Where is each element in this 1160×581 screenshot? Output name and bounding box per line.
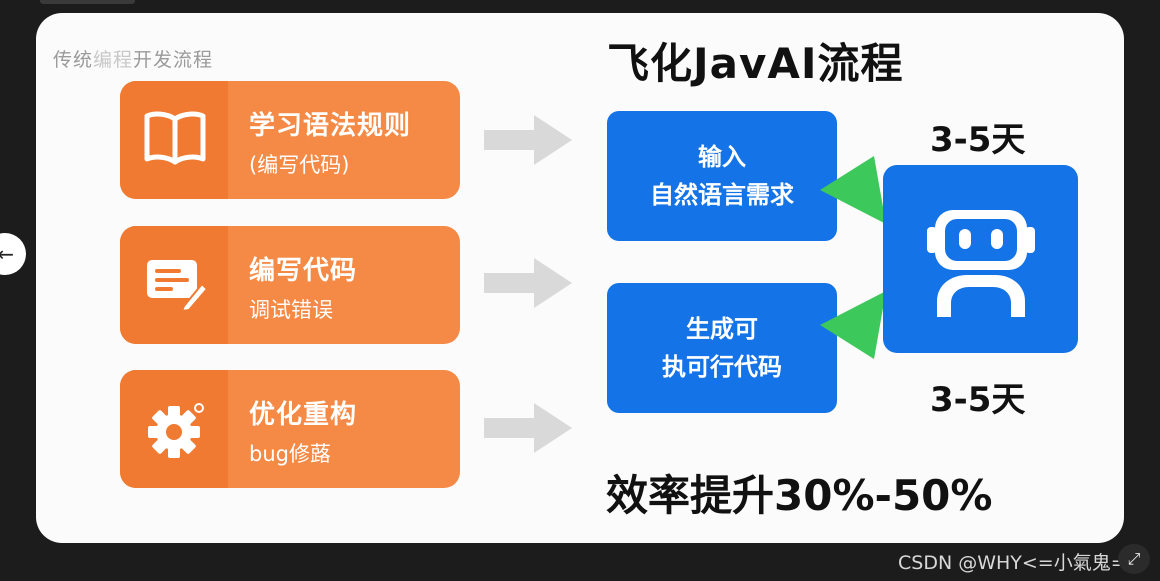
expand-button[interactable]: ⤢ [1118, 544, 1150, 574]
green-arrow-to-output-icon [820, 291, 886, 359]
step-icon-tile [120, 226, 228, 344]
input-box-line1: 输入 [698, 143, 746, 171]
gear-icon [148, 403, 204, 458]
step-title: 优化重构 [249, 400, 358, 430]
robot-icon [927, 210, 1035, 317]
step-box-2: 编写代码 调试错误 [120, 226, 460, 344]
title-part: 传统 [53, 49, 94, 71]
efficiency-text: 效率提升30%-50% [606, 471, 993, 520]
right-arrow-icon [484, 403, 572, 453]
step-icon-tile [120, 81, 228, 199]
days-label-top: 3-5天 [930, 120, 1026, 160]
window-top-bar [40, 0, 135, 4]
step-subtitle: bug修蕗 [249, 442, 331, 466]
input-box-line2: 自然语言需求 [650, 181, 794, 209]
step-subtitle: 调试错误 [249, 298, 333, 322]
step-title: 编写代码 [249, 256, 358, 286]
step-box-1: 学习语法规则 (编写代码) [120, 81, 460, 199]
step-title: 学习语法规则 [249, 111, 412, 141]
back-button[interactable]: ← [0, 233, 26, 275]
watermark-text: CSDN @WHY<=小氣鬼=> [898, 552, 1143, 574]
days-label-bottom: 3-5天 [930, 380, 1026, 420]
green-arrow-to-input-icon [820, 156, 886, 224]
output-box-line2: 执可行代码 [662, 353, 782, 381]
traditional-flow-title: 传统编程开发流程 [53, 45, 213, 72]
document-edit-icon [147, 260, 209, 312]
output-box: 生成可 执可行代码 [607, 283, 837, 413]
step-subtitle: (编写代码) [249, 153, 350, 177]
book-icon [144, 111, 206, 165]
right-arrow-icon [484, 115, 572, 165]
output-box-line1: 生成可 [686, 315, 758, 343]
title-part-blurred: 编程 [93, 49, 134, 71]
title-part: 开发流程 [133, 49, 214, 71]
input-box: 输入 自然语言需求 [607, 111, 837, 241]
right-arrow-icon [484, 258, 572, 308]
ai-flow-title: 飞化JavAI流程 [607, 39, 904, 88]
robot-box [883, 165, 1078, 353]
step-icon-tile [120, 370, 228, 488]
step-box-3: 优化重构 bug修蕗 [120, 370, 460, 488]
